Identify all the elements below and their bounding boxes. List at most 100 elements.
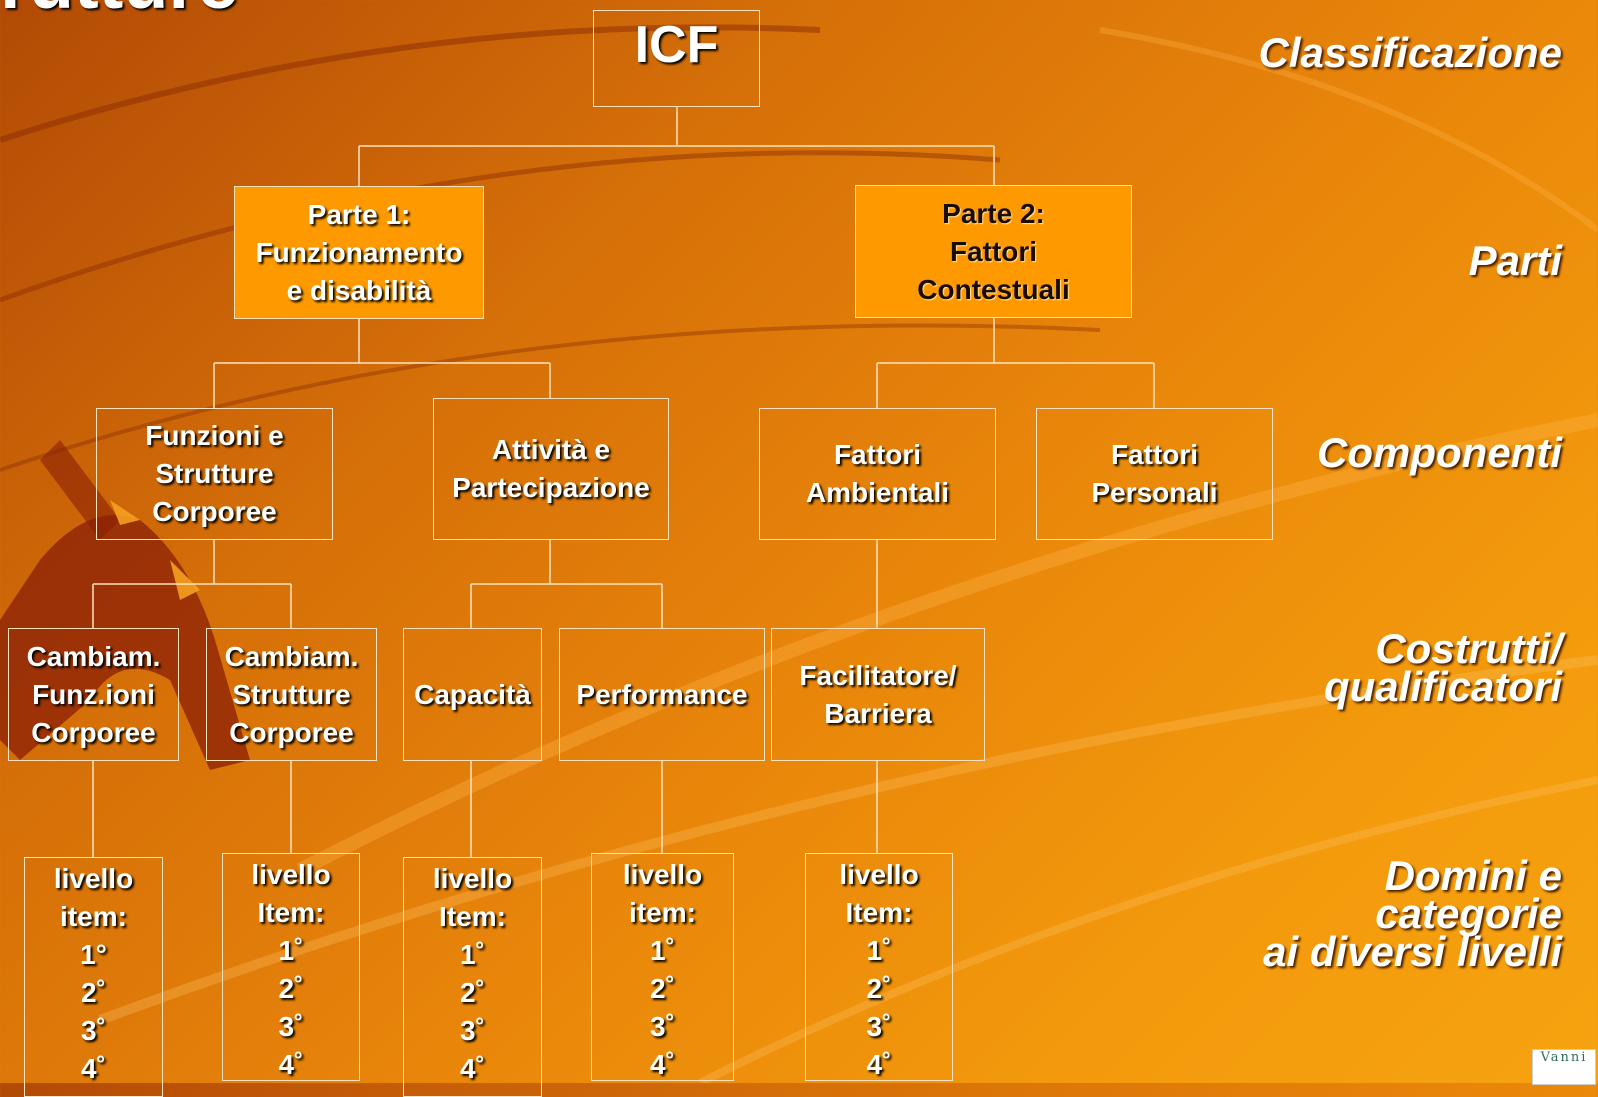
node-line: 1˚ <box>460 939 485 970</box>
node-level-items-4: livello item: 1˚ 2˚ 3˚ 4˚ <box>591 853 734 1081</box>
swoosh-7 <box>1099 27 1598 233</box>
side-label-parts: Parti <box>1468 237 1562 284</box>
node-line: Strutture <box>155 458 274 489</box>
node-personal-factors: Fattori Personali <box>1036 408 1273 540</box>
node-line: Parte 2: <box>942 197 1045 229</box>
node-line: item: <box>629 897 696 928</box>
connector-part2-components <box>876 318 1155 408</box>
node-line: 1° <box>80 939 107 970</box>
node-line: 4˚ <box>650 1049 675 1080</box>
node-line: 4˚ <box>81 1053 106 1084</box>
side-label-line: Parti <box>1468 237 1562 284</box>
node-environmental-factors: Fattori Ambientali <box>759 408 996 540</box>
node-line: 4˚ <box>460 1053 485 1084</box>
node-level-items-1: livello item: 1° 2˚ 3˚ 4˚ <box>24 857 163 1097</box>
connector-part1-components <box>213 319 551 408</box>
node-line: livello <box>622 859 703 890</box>
connector-constructs-levels <box>92 761 878 857</box>
side-label-components: Componenti <box>1317 429 1562 476</box>
node-line: 2˚ <box>460 977 485 1008</box>
swoosh-3 <box>0 323 1101 472</box>
swoosh-5 <box>98 655 1598 1025</box>
node-line: Funzioni e <box>145 420 284 451</box>
logo-text: Vanni <box>1540 1050 1588 1065</box>
connector-root-parts <box>358 107 995 186</box>
side-label-line: Costrutti/ <box>1375 625 1562 672</box>
node-body-functions-structures: Funzioni e Strutture Corporee <box>96 408 333 540</box>
node-line: livello <box>432 863 513 894</box>
node-line: Facilitatore/ <box>799 659 957 691</box>
node-line: Cambiam. <box>26 640 161 672</box>
side-label-qualifiers: Costrutti/ qualificatori <box>1323 625 1562 710</box>
swoosh-6 <box>698 776 1598 1083</box>
node-part-2: Parte 2: Fattori Contestuali <box>855 185 1132 318</box>
publisher-logo: Vanni <box>1532 1049 1596 1085</box>
node-line: 3˚ <box>650 1011 675 1042</box>
node-line: Fattori <box>949 235 1038 267</box>
node-level-items-5: livello Item: 1˚ 2˚ 3˚ 4˚ <box>805 853 953 1081</box>
node-line: Item: <box>439 901 506 932</box>
node-line: 3˚ <box>866 1011 892 1042</box>
node-line: Performance <box>576 678 748 710</box>
swoosh-2 <box>0 150 1001 303</box>
node-line: Parte 1: <box>307 198 411 230</box>
node-line: Item: <box>257 897 325 928</box>
node-line: Strutture <box>232 678 351 710</box>
side-label-line: categorie <box>1375 890 1562 937</box>
node-line: Partecipazione <box>452 472 650 503</box>
node-line: 2˚ <box>278 973 304 1004</box>
node-line: item: <box>60 901 127 932</box>
node-line: Cambiam. <box>224 640 359 672</box>
node-line: 2˚ <box>650 973 675 1004</box>
swoosh-1 <box>0 24 821 143</box>
node-line: 2˚ <box>866 973 892 1004</box>
node-level-items-2: livello Item: 1˚ 2˚ 3˚ 4˚ <box>222 853 360 1081</box>
side-label-domains: Domini e categorie ai diversi livelli <box>1263 852 1562 975</box>
side-label-line: Domini e <box>1384 852 1562 899</box>
node-body-structure-changes: Cambiam. Strutture Corporee <box>206 628 377 761</box>
node-line: Corporee <box>31 716 156 748</box>
node-body-function-changes: Cambiam. Funz.ioni Corporee <box>8 628 179 761</box>
node-capacity: Capacità <box>403 628 542 761</box>
connector-body-constructs <box>92 540 292 628</box>
node-line: Fattori <box>833 439 922 470</box>
node-line: livello <box>251 859 331 890</box>
node-line: 1˚ <box>650 935 675 966</box>
node-line: 1˚ <box>866 935 892 966</box>
root-label: ICF <box>634 16 719 74</box>
node-level-items-3: livello Item: 1˚ 2˚ 3˚ 4˚ <box>403 857 542 1097</box>
side-label-line: Componenti <box>1317 429 1562 476</box>
node-line: Attività e <box>491 434 611 465</box>
swoosh-4 <box>296 413 1598 877</box>
node-line: e disabilità <box>286 274 432 306</box>
node-line: Fattori <box>1110 439 1199 470</box>
side-label-line: Classificazione <box>1258 29 1562 76</box>
node-line: Corporee <box>229 716 354 748</box>
node-line: 3˚ <box>81 1015 106 1046</box>
node-line: 1˚ <box>278 935 304 966</box>
node-performance: Performance <box>559 628 765 761</box>
side-label-line: ai diversi livelli <box>1263 928 1562 975</box>
node-line: Barriera <box>824 697 932 729</box>
node-line: Contestuali <box>917 273 1070 305</box>
connector-activity-constructs <box>470 540 663 628</box>
node-part-1: Parte 1: Funzionamento e disabilità <box>234 186 484 319</box>
node-line: Item: <box>845 897 913 928</box>
root-node-icf: ICF <box>593 10 760 107</box>
side-label-line: qualificatori <box>1323 663 1562 710</box>
node-line: livello <box>839 859 919 890</box>
node-activity-participation: Attività e Partecipazione <box>433 398 669 540</box>
node-facilitator-barrier: Facilitatore/ Barriera <box>771 628 985 761</box>
side-label-classification: Classificazione <box>1258 29 1562 76</box>
node-line: Corporee <box>152 496 277 527</box>
node-line: 2˚ <box>81 977 106 1008</box>
node-line: 4˚ <box>278 1049 304 1080</box>
node-line: Personali <box>1091 477 1218 508</box>
running-figure-highlight <box>110 500 200 600</box>
node-line: 4˚ <box>866 1049 892 1080</box>
node-line: 3˚ <box>278 1011 304 1042</box>
node-line: livello <box>53 863 134 894</box>
node-line: Ambientali <box>805 477 950 508</box>
